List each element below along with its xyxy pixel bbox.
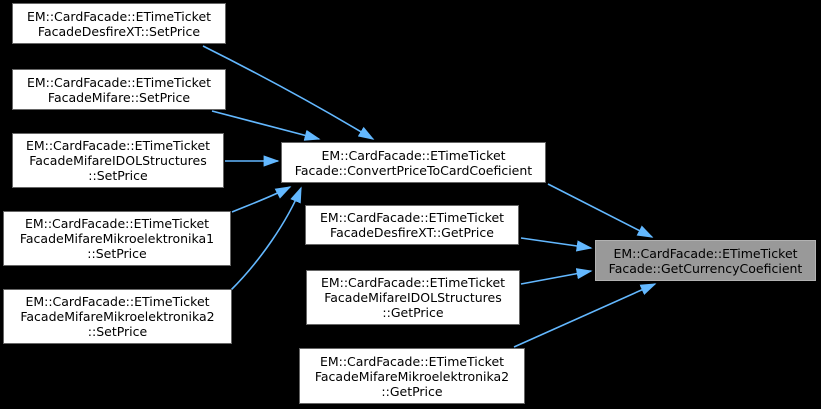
node-setprice-mifare[interactable]: EM::CardFacade::ETimeTicket FacadeMifare… xyxy=(12,69,226,110)
node-label-line: FacadeMifareMikroelektronika2 xyxy=(20,309,215,324)
node-label-line: EM::CardFacade::ETimeTicket xyxy=(321,147,506,163)
node-getprice-mifareidol[interactable]: EM::CardFacade::ETimeTicket FacadeMifare… xyxy=(306,270,520,325)
node-label-line: EM::CardFacade::ETimeTicket xyxy=(319,210,505,225)
edge-mifare-setprice-to-convert xyxy=(211,110,321,141)
node-setprice-desfirext[interactable]: EM::CardFacade::ETimeTicket FacadeDesfir… xyxy=(12,3,226,44)
node-label-line: EM::CardFacade::ETimeTicket xyxy=(25,294,210,309)
node-get-currency-coeficient-current[interactable]: EM::CardFacade::ETimeTicket Facade::GetC… xyxy=(595,240,816,281)
node-label-line: EM::CardFacade::ETimeTicket xyxy=(25,138,211,153)
node-label-line: FacadeDesfireXT::GetPrice xyxy=(330,225,494,240)
edge-mikroelektronika1-setprice-to-convert xyxy=(231,186,292,213)
node-getprice-mikroelektronika2[interactable]: EM::CardFacade::ETimeTicket FacadeMifare… xyxy=(299,348,525,404)
edge-convert-to-getcurrency xyxy=(547,183,654,238)
edge-mikroelektronika2-setprice-to-convert xyxy=(230,186,302,291)
node-label-line: EM::CardFacade::ETimeTicket xyxy=(320,275,506,290)
node-label-line: ::SetPrice xyxy=(87,246,147,261)
node-label-line: EM::CardFacade::ETimeTicket xyxy=(26,8,212,24)
edge-mifareidol-getprice-to-getcurrency xyxy=(520,268,593,285)
node-label-line: FacadeMifareMikroelektronika1 xyxy=(19,231,215,246)
node-getprice-desfirext[interactable]: EM::CardFacade::ETimeTicket FacadeDesfir… xyxy=(305,205,519,245)
node-setprice-mikroelektronika1[interactable]: EM::CardFacade::ETimeTicket FacadeMifare… xyxy=(3,211,231,266)
node-label-line: ::SetPrice xyxy=(87,324,148,339)
node-label-line: FacadeMifareIDOLStructures xyxy=(324,290,502,305)
node-label-line: EM::CardFacade::ETimeTicket xyxy=(613,245,798,261)
edge-mikroelektronika2-getprice-to-getcurrency xyxy=(513,283,657,348)
node-label-line: Facade::GetCurrencyCoeficient xyxy=(608,260,803,276)
node-label-line: EM::CardFacade::ETimeTicket xyxy=(24,216,210,231)
node-label-line: EM::CardFacade::ETimeTicket xyxy=(319,353,505,369)
node-label-line: FacadeMifare::SetPrice xyxy=(47,89,191,105)
node-label-line: FacadeDesfireXT::SetPrice xyxy=(37,23,201,39)
node-label-line: ::SetPrice xyxy=(88,168,148,183)
node-label-line: ::GetPrice xyxy=(382,305,444,320)
node-label-line: FacadeMifareIDOLStructures xyxy=(29,153,207,168)
node-label-line: EM::CardFacade::ETimeTicket xyxy=(26,74,212,90)
node-label-line: Facade::ConvertPriceToCardCoeficient xyxy=(294,162,533,178)
node-label-line: FacadeMifareMikroelektronika2 xyxy=(314,368,510,384)
node-convert-price-to-card-coeficient[interactable]: EM::CardFacade::ETimeTicket Facade::Conv… xyxy=(281,142,546,183)
node-setprice-mikroelektronika2[interactable]: EM::CardFacade::ETimeTicket FacadeMifare… xyxy=(3,289,232,344)
node-label-line: ::GetPrice xyxy=(381,383,443,399)
edge-desfirext-setprice-to-convert xyxy=(202,45,375,140)
node-setprice-mifareidol[interactable]: EM::CardFacade::ETimeTicket FacadeMifare… xyxy=(12,133,224,188)
edge-desfirext-getprice-to-getcurrency xyxy=(520,237,593,252)
